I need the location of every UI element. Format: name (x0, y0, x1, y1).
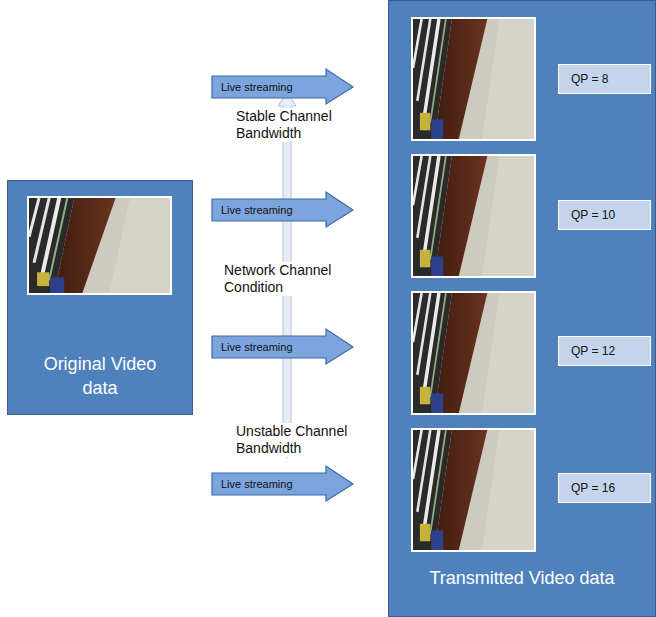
transmitted-video-frame (411, 428, 536, 552)
arrow-outline (212, 466, 353, 501)
transmitted-video-frame (411, 17, 536, 141)
stream-label: Live streaming (212, 329, 293, 365)
stream-label: Live streaming (212, 69, 293, 105)
output-panel: Transmitted Video data QP = 8 QP = 10 QP = … (388, 0, 656, 617)
transmitted-video-frame (411, 154, 536, 278)
stream-arrow: Live streaming (212, 329, 354, 365)
qp-label: QP = 16 (559, 481, 615, 495)
qp-box: QP = 16 (558, 473, 651, 503)
channel-label: Unstable Channel Bandwidth (234, 423, 378, 457)
stream-arrow: Live streaming (212, 192, 354, 228)
qp-box: QP = 12 (558, 336, 651, 366)
transmitted-video-frame (411, 291, 536, 415)
stream-arrow: Live streaming (212, 466, 354, 502)
channel-label: Network Channel Condition (222, 262, 366, 296)
qp-label: QP = 8 (559, 72, 608, 86)
channel-label: Stable Channel Bandwidth (234, 108, 350, 142)
panel-title: Original Video data (30, 352, 170, 400)
stream-arrow: Live streaming (212, 69, 354, 105)
arrow-outline (212, 329, 353, 364)
stream-label: Live streaming (212, 466, 293, 502)
source-panel: Original Video data (7, 180, 193, 415)
stream-label: Live streaming (212, 192, 293, 228)
qp-label: QP = 10 (559, 208, 615, 222)
panel-title: Transmitted Video data (429, 566, 614, 590)
original-video-frame (27, 196, 172, 295)
qp-box: QP = 8 (558, 64, 651, 94)
qp-label: QP = 12 (559, 344, 615, 358)
arrow-outline (212, 192, 353, 227)
arrow-outline (212, 69, 353, 104)
qp-box: QP = 10 (558, 200, 651, 230)
